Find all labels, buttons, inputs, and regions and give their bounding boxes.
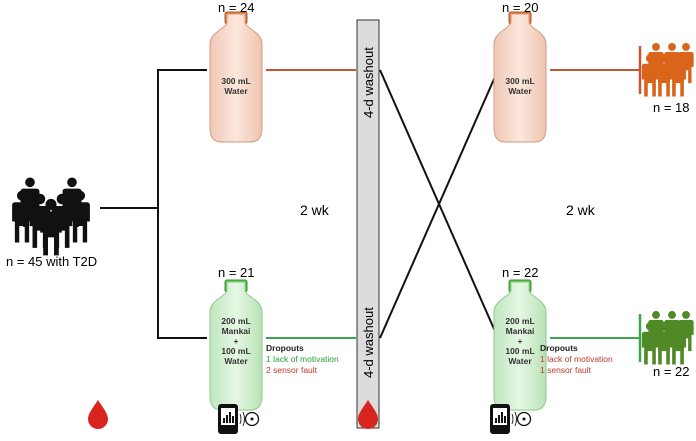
water-bottle-label-phase1: 300 mL Water <box>221 76 251 96</box>
n-water-phase2: n = 20 <box>502 0 539 15</box>
people-group-icon <box>12 177 90 256</box>
n-water-phase1: n = 24 <box>218 0 255 15</box>
water-bottle-label-phase2: 300 mL Water <box>505 76 535 96</box>
glucose-monitor-icon <box>218 404 260 434</box>
dropouts-phase2: Dropouts 1 lack of motivation 1 sensor f… <box>540 343 613 375</box>
n-mankai-phase2: n = 22 <box>502 265 539 280</box>
final-n-orange: n = 18 <box>653 100 690 115</box>
mankai-bottle-icon <box>209 279 263 411</box>
water-bottle-icon <box>493 11 547 143</box>
cohort-label: n = 45 with T2D <box>6 254 98 269</box>
glucose-monitor-icon <box>490 404 532 434</box>
blood-drop-icon <box>88 400 108 429</box>
washout-label-bottom: 4-d washout <box>361 307 376 378</box>
washout-label-top: 4-d washout <box>361 47 376 118</box>
final-group-orange-icon <box>641 43 694 97</box>
mankai-bottle-icon <box>493 279 547 411</box>
water-bottle-icon <box>209 11 263 143</box>
dropouts-phase1: Dropouts 1 lack of motivation 2 sensor f… <box>266 343 339 375</box>
n-mankai-phase1: n = 21 <box>218 265 255 280</box>
mankai-bottle-label-phase2: 200 mL Mankai + 100 mL Water <box>505 316 535 366</box>
flow-lines <box>100 46 642 362</box>
mankai-bottle-label-phase1: 200 mL Mankai + 100 mL Water <box>221 316 251 366</box>
blood-drop-icon <box>358 400 378 429</box>
final-group-green-icon <box>641 311 694 365</box>
final-n-green: n = 22 <box>653 364 690 379</box>
duration-phase2: 2 wk <box>566 202 595 218</box>
duration-phase1: 2 wk <box>300 202 329 218</box>
